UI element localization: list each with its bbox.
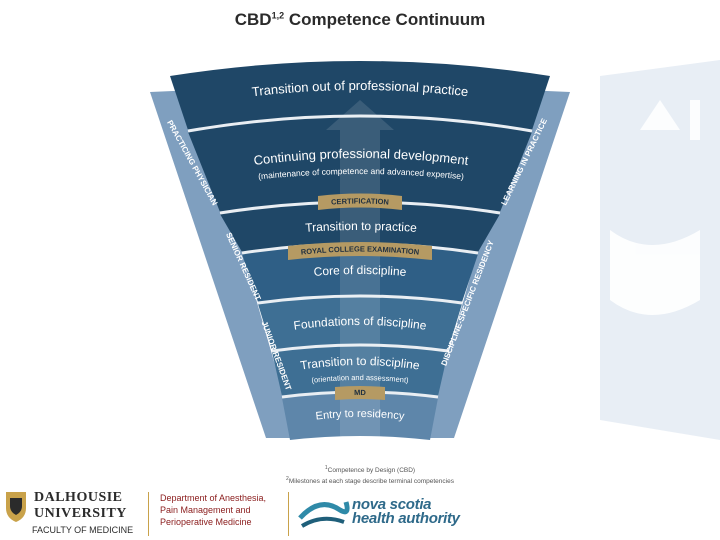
band-label-continuing: Continuing professional development bbox=[253, 146, 470, 168]
md-banner bbox=[335, 386, 385, 400]
certification-label: CERTIFICATION bbox=[331, 196, 389, 206]
watermark-letters bbox=[610, 100, 700, 315]
right-stripe bbox=[424, 90, 570, 438]
nsha-wordmark-line2: health authority bbox=[352, 510, 460, 527]
funnel bbox=[150, 61, 570, 440]
band-core-of-discipline bbox=[242, 245, 478, 302]
department-line1: Department of Anesthesia, bbox=[160, 493, 267, 503]
dalhousie-shield-icon bbox=[6, 492, 26, 522]
footer-divider-2 bbox=[288, 492, 289, 536]
band-continuing-development bbox=[188, 117, 532, 212]
title-main: CBD bbox=[234, 10, 272, 29]
gold-markers bbox=[288, 193, 432, 400]
nsha-logo: nova scotia health authority bbox=[300, 490, 470, 532]
title-rest: Competence Continuum bbox=[288, 10, 486, 29]
band-transition-out bbox=[170, 61, 550, 130]
footnote-1: 1Competence by Design (CBD) bbox=[324, 465, 416, 475]
department-name: Department of Anesthesia, Pain Managemen… bbox=[160, 492, 266, 528]
footnote-2: 2Milestones at each stage describe termi… bbox=[286, 476, 454, 486]
band-entry-to-residency bbox=[282, 393, 438, 440]
band-label-transition-practice: Transition to practice bbox=[305, 219, 418, 235]
nsha-wordmark-line1: nova scotia bbox=[352, 496, 432, 513]
band-transition-to-practice bbox=[220, 203, 500, 252]
title-superscript: 1,2 bbox=[271, 10, 285, 21]
faculty-of-medicine: FACULTY OF MEDICINE bbox=[32, 525, 134, 535]
md-label: MD bbox=[354, 388, 366, 397]
band-foundations bbox=[258, 297, 462, 350]
band-transition-to-discipline bbox=[272, 346, 448, 396]
nsha-swirl-icon bbox=[298, 501, 350, 528]
department-line2: Pain Management and bbox=[160, 505, 251, 515]
footnotes: 1Competence by Design (CBD) 2Milestones … bbox=[250, 464, 490, 486]
department-line3: Perioperative Medicine bbox=[160, 517, 252, 527]
dalhousie-logo: DALHOUSIE UNIVERSITY FACULTY OF MEDICINE bbox=[4, 488, 144, 538]
band-label-core: Core of discipline bbox=[313, 263, 407, 279]
band-label-transition-out: Transition out of professional practice bbox=[251, 78, 469, 99]
progress-arrow bbox=[326, 100, 394, 440]
band-sublabel-transition-discipline: (orientation and assessment) bbox=[311, 373, 410, 385]
page-title: CBD1,2 Competence Continuum bbox=[0, 10, 720, 30]
dalhousie-wordmark-line2: UNIVERSITY bbox=[34, 506, 127, 521]
footer-divider-1 bbox=[148, 492, 149, 536]
dalhousie-wordmark-line1: DALHOUSIE bbox=[34, 490, 123, 505]
royal-college-banner bbox=[288, 242, 432, 260]
left-stripe bbox=[150, 90, 296, 438]
band-label-entry: Entry to residency bbox=[315, 408, 405, 423]
band-label-transition-discipline: Transition to discipline bbox=[299, 354, 420, 373]
certification-banner bbox=[318, 193, 402, 210]
band-label-foundations: Foundations of discipline bbox=[293, 314, 428, 333]
royal-college-label: ROYAL COLLEGE EXAMINATION bbox=[300, 244, 419, 256]
